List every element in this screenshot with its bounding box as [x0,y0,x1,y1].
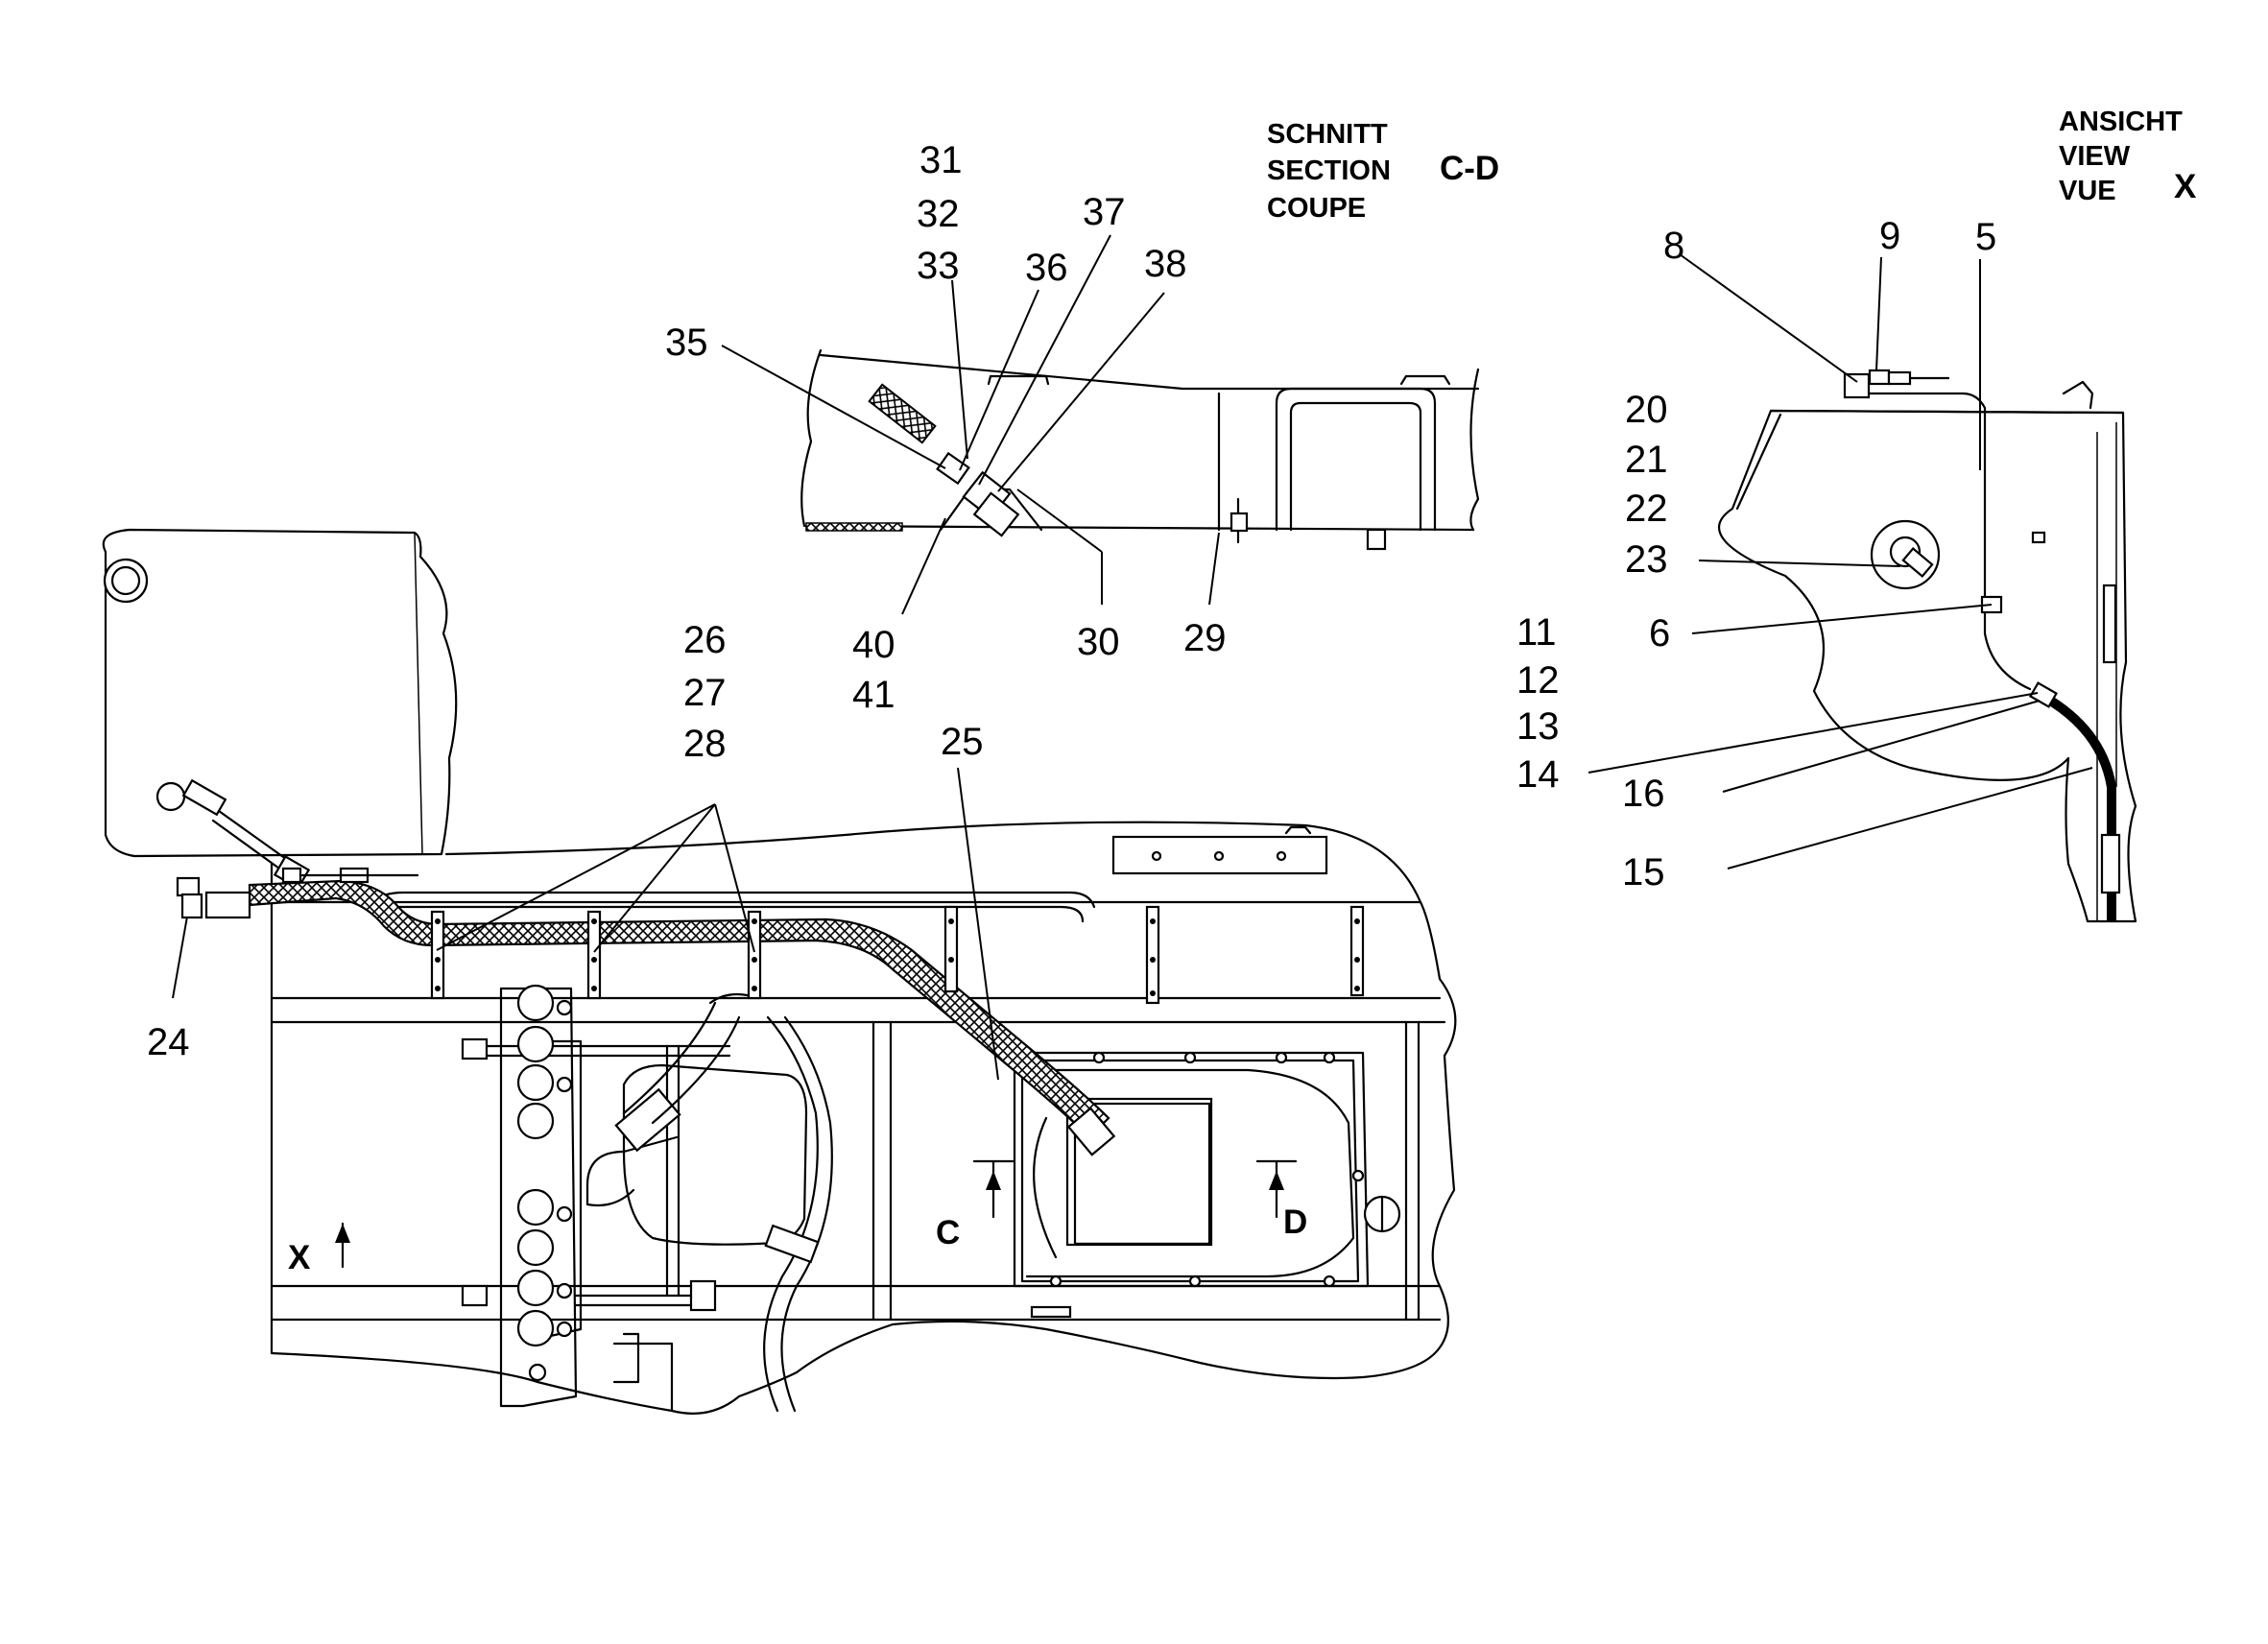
section-cd-leaders [721,234,1220,615]
callout-26: 26 [683,619,727,661]
callout-16: 16 [1622,773,1665,815]
view-marker-x: X [288,1239,311,1276]
callout-24: 24 [147,1021,190,1063]
callout-29: 29 [1183,617,1227,659]
main-leaders [172,767,999,1081]
section-heading-line-1: SCHNITT [1267,119,1388,150]
callout-20: 20 [1625,389,1668,431]
callout-22: 22 [1625,488,1668,530]
section-cd-heading: SCHNITT SECTION COUPE C-D [1267,119,1499,224]
callout-25: 25 [941,721,984,763]
callout-21: 21 [1625,439,1668,481]
callout-27: 27 [683,672,727,714]
callout-12: 12 [1516,659,1560,702]
view-heading-line-1: ANSICHT [2059,107,2183,137]
callout-8: 8 [1663,225,1684,267]
section-heading-line-3: COUPE [1267,193,1366,224]
callout-13: 13 [1516,705,1560,748]
callout-40: 40 [852,624,895,666]
callout-33: 33 [917,245,960,287]
view-heading-id: X [2174,168,2197,205]
section-heading-id: C-D [1440,150,1499,187]
callout-38: 38 [1144,243,1187,285]
section-marker-c: C [936,1214,960,1251]
hose-and-brackets [176,867,1365,1156]
view-x-heading: ANSICHT VIEW VUE X [2059,107,2197,206]
manifold-block [516,984,573,1382]
view-heading-line-2: VIEW [2059,141,2131,172]
section-cd-drawing [800,348,1480,551]
callout-11: 11 [1516,611,1557,654]
section-marker-d: D [1283,1203,1307,1241]
callout-9: 9 [1879,215,1900,257]
callout-41: 41 [852,674,895,716]
callout-numbers: 31 32 33 35 36 37 38 40 41 30 29 26 27 2… [147,139,1996,1063]
callout-23: 23 [1625,538,1668,581]
section-markers: C D X [288,1203,1307,1276]
callout-30: 30 [1077,621,1120,663]
tank-body [102,528,458,891]
view-heading-line-3: VUE [2059,176,2116,206]
callout-28: 28 [683,723,727,765]
callout-31: 31 [919,139,963,181]
callout-32: 32 [917,193,960,235]
view-x-leaders [1588,253,2093,870]
section-heading-line-2: SECTION [1267,155,1391,186]
section-arrows [335,1159,1298,1269]
callout-37: 37 [1083,191,1126,233]
frame-assembly [270,821,1457,1415]
callout-6: 6 [1649,612,1670,655]
callout-5: 5 [1975,216,1996,258]
callout-35: 35 [665,322,708,364]
callout-14: 14 [1516,753,1560,796]
callout-15: 15 [1622,851,1665,893]
view-x-drawing [1718,369,2137,923]
callout-36: 36 [1025,247,1068,289]
